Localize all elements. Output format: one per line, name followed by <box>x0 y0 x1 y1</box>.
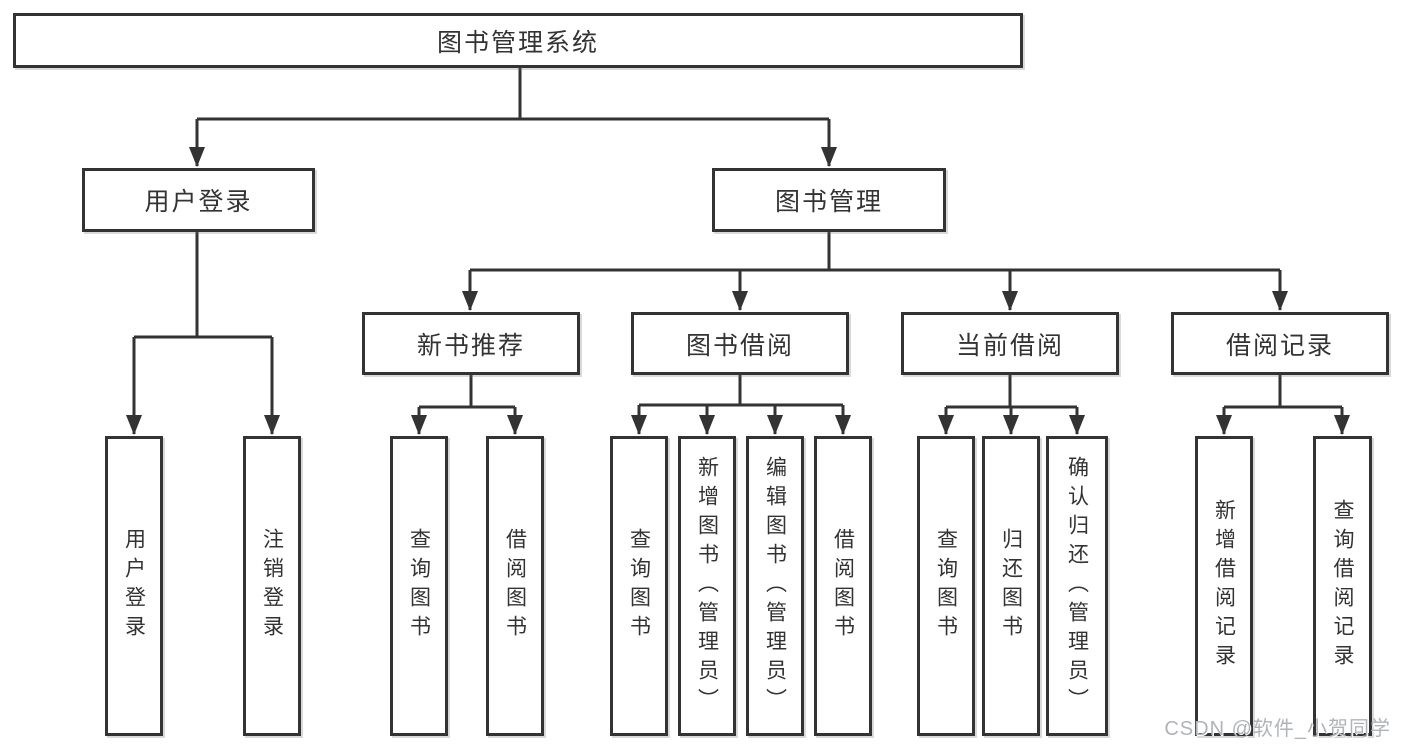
connector-root-to-level2 <box>189 68 837 167</box>
node-new-book-recommendation: 新书推荐 <box>362 312 580 375</box>
leaf-borrow-books-recommend-label: 借阅图书 <box>503 528 527 644</box>
leaf-user-login: 用户登录 <box>105 436 163 736</box>
connector-book-mgmt-children <box>462 232 1288 311</box>
connector-current-borrow-children <box>938 375 1085 435</box>
leaf-query-books-recommend: 查询图书 <box>390 436 448 736</box>
leaf-logout: 注销登录 <box>243 436 301 736</box>
node-new-book-recommendation-label: 新书推荐 <box>416 331 525 360</box>
leaf-query-borrow-record: 查询借阅记录 <box>1313 436 1372 736</box>
node-book-management-label: 图书管理 <box>774 188 883 216</box>
leaf-edit-books-admin-label: 编辑图书（管理员） <box>763 455 787 717</box>
node-book-borrowing-label: 图书借阅 <box>685 331 794 360</box>
leaf-logout-label: 注销登录 <box>260 528 284 644</box>
csdn-watermark: CSDN @软件_小贺同学 <box>1164 718 1391 740</box>
leaf-query-borrow-record-label: 查询借阅记录 <box>1331 499 1354 673</box>
node-user-login: 用户登录 <box>82 168 315 232</box>
connector-user-login-children <box>126 232 280 435</box>
leaf-query-books-current: 查询图书 <box>917 436 975 736</box>
connector-new-book-rec-children <box>411 375 523 435</box>
leaf-borrow-books-borrowing-label: 借阅图书 <box>831 528 855 644</box>
node-current-borrowing-label: 当前借阅 <box>955 331 1064 360</box>
leaf-confirm-return-admin-label: 确认归还（管理员） <box>1065 455 1089 717</box>
leaf-query-books-recommend-label: 查询图书 <box>407 528 431 644</box>
leaf-return-books: 归还图书 <box>982 436 1040 736</box>
leaf-query-books-current-label: 查询图书 <box>934 528 958 644</box>
connector-borrow-record-children <box>1216 375 1350 435</box>
leaf-query-books-borrowing: 查询图书 <box>610 436 668 736</box>
leaf-add-borrow-record: 新增借阅记录 <box>1195 436 1253 736</box>
leaf-query-books-borrowing-label: 查询图书 <box>627 528 651 644</box>
leaf-return-books-label: 归还图书 <box>999 528 1023 644</box>
node-root-system-label: 图书管理系统 <box>436 28 599 57</box>
leaf-confirm-return-admin: 确认归还（管理员） <box>1046 436 1108 736</box>
node-book-management: 图书管理 <box>712 168 946 232</box>
node-user-login-label: 用户登录 <box>144 188 253 216</box>
node-borrowing-records-label: 借阅记录 <box>1225 331 1334 360</box>
leaf-add-books-admin-label: 新增图书（管理员） <box>695 455 719 717</box>
leaf-borrow-books-borrowing: 借阅图书 <box>814 436 872 736</box>
node-root-system: 图书管理系统 <box>13 13 1023 68</box>
node-borrowing-records: 借阅记录 <box>1171 312 1389 375</box>
node-current-borrowing: 当前借阅 <box>901 312 1119 375</box>
node-book-borrowing: 图书借阅 <box>631 312 849 375</box>
leaf-add-borrow-record-label: 新增借阅记录 <box>1212 499 1236 673</box>
leaf-edit-books-admin: 编辑图书（管理员） <box>746 436 804 736</box>
leaf-borrow-books-recommend: 借阅图书 <box>486 436 544 736</box>
leaf-user-login-label: 用户登录 <box>122 528 146 644</box>
leaf-add-books-admin: 新增图书（管理员） <box>678 436 736 736</box>
connector-book-borrow-children <box>631 375 851 435</box>
